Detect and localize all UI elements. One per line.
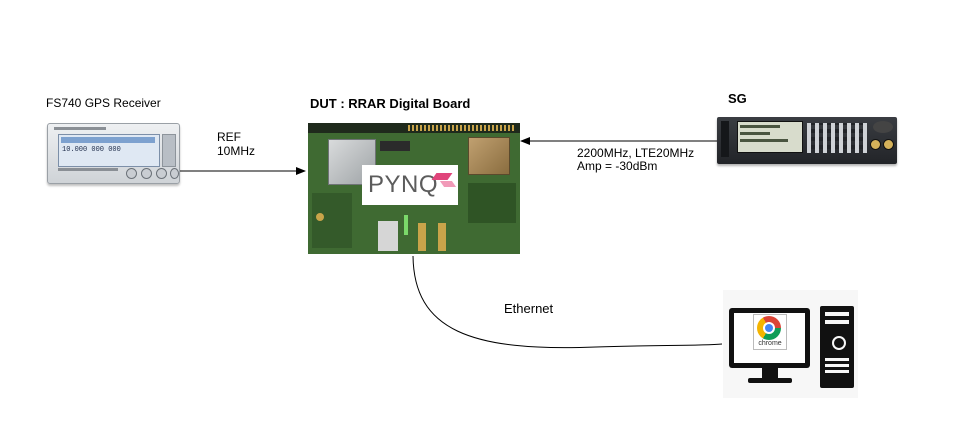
pynq-logo: PYNQ bbox=[362, 165, 458, 205]
sg-amplitude-label: Amp = -30dBm bbox=[577, 159, 658, 173]
chrome-label: chrome bbox=[758, 340, 782, 347]
dut-title: DUT : RRAR Digital Board bbox=[310, 96, 471, 111]
signal-generator-device bbox=[717, 117, 897, 164]
pynq-logo-text: PYNQ bbox=[368, 171, 439, 198]
gps-receiver-title: FS740 GPS Receiver bbox=[46, 96, 161, 110]
sg-title: SG bbox=[728, 91, 747, 106]
sg-frequency-label: 2200MHz, LTE20MHz bbox=[577, 146, 695, 160]
pc-computer: chrome bbox=[723, 290, 858, 398]
gps-receiver-device: 10.000 000 000 bbox=[47, 123, 180, 184]
ethernet-cable bbox=[412, 255, 723, 349]
pc-tower-icon bbox=[820, 306, 854, 388]
ref-frequency-label: 10MHz bbox=[217, 144, 256, 158]
ethernet-label: Ethernet bbox=[504, 301, 554, 316]
chrome-icon: chrome bbox=[753, 314, 787, 350]
dut-board-photo: PYNQ bbox=[308, 123, 520, 254]
gps-display-value: 10.000 000 000 bbox=[62, 146, 121, 154]
ref-label: REF bbox=[217, 130, 241, 144]
